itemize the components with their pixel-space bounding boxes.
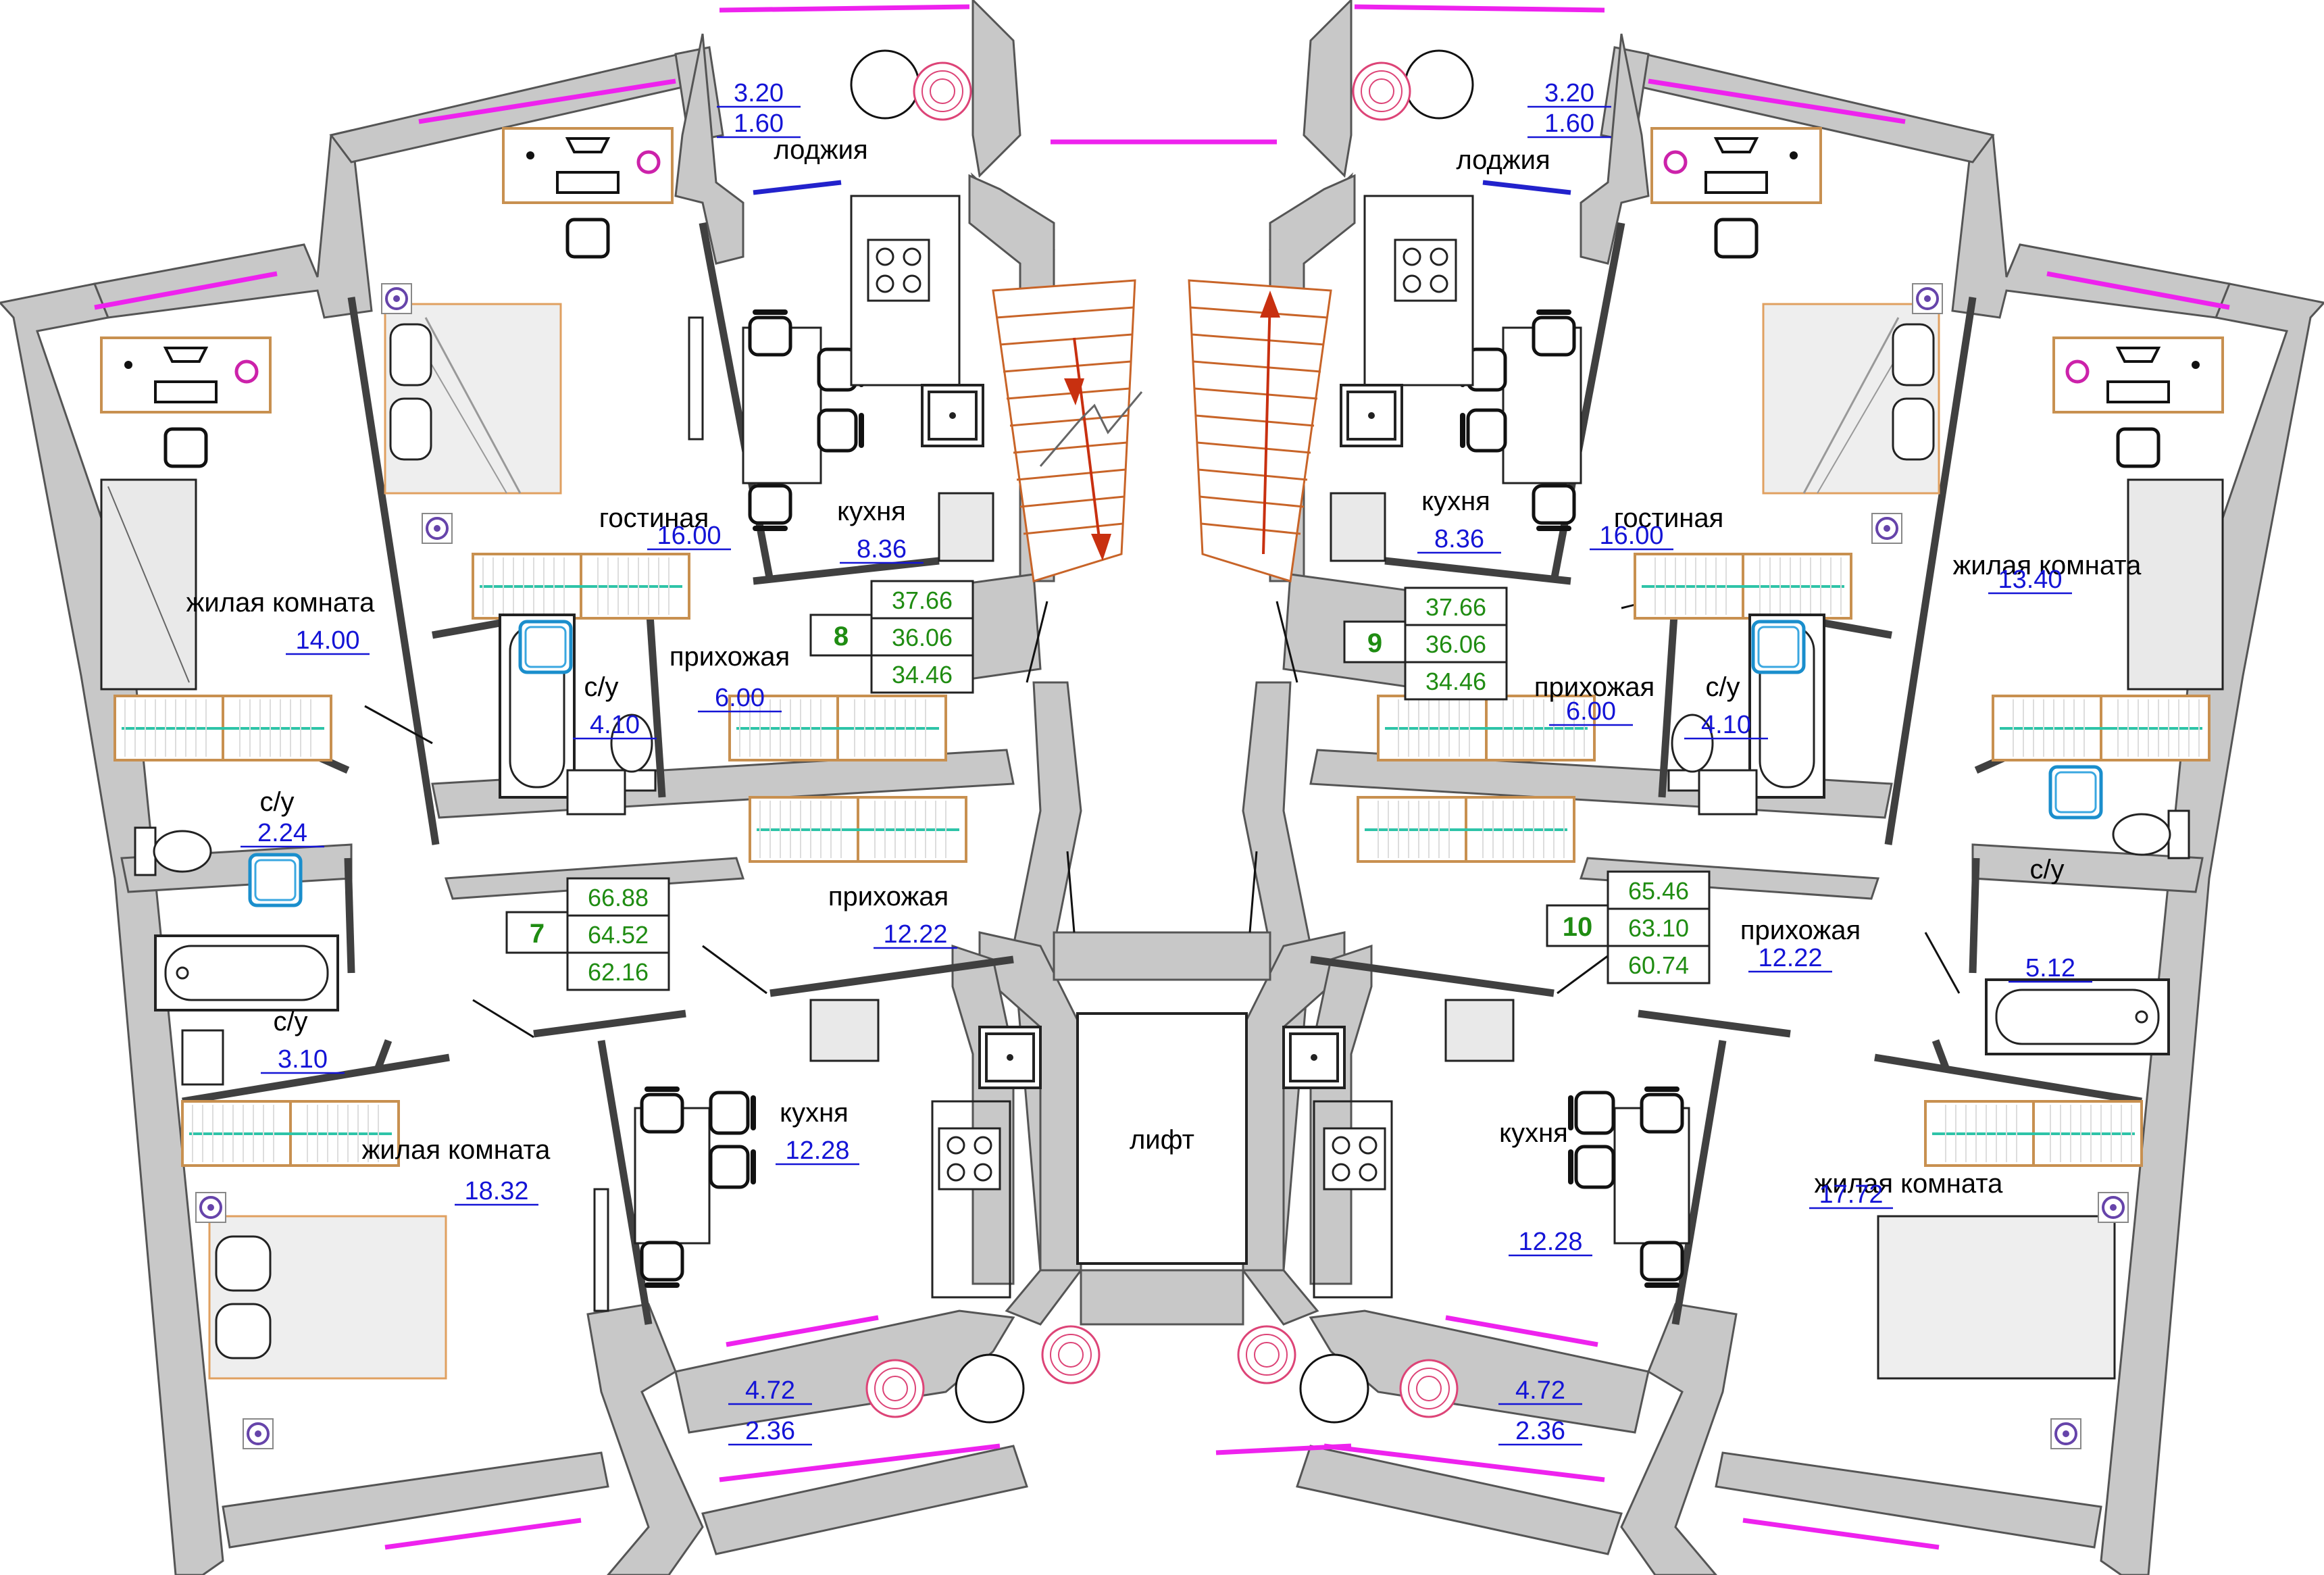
room-area: 5.12 — [2025, 954, 2075, 982]
room-label: гостиная — [599, 503, 709, 533]
room-area: 13.40 — [1998, 566, 2062, 594]
room-label: прихожая — [828, 882, 949, 911]
apartment-area-cell — [870, 580, 974, 620]
room-area: 18.32 — [464, 1177, 528, 1205]
room-label: прихожая — [1740, 916, 1861, 945]
apartment-area-cell — [1607, 945, 1711, 984]
apartment-area-cell — [1607, 870, 1711, 910]
room-area: 3.10 — [278, 1045, 328, 1074]
room-area: 16.00 — [1599, 522, 1663, 550]
room-area: 1.60 — [1544, 109, 1594, 138]
room-area: 8.36 — [857, 535, 907, 564]
apartment-area-value: 37.66 — [1425, 593, 1486, 621]
apartment-area-value: 36.06 — [892, 624, 953, 651]
apartment-area-cell — [566, 951, 670, 991]
apartment-area-value: 62.16 — [588, 958, 649, 986]
lift-label: лифт — [1130, 1125, 1194, 1155]
apartment-number-cell — [1546, 904, 1609, 947]
room-area: 4.72 — [1515, 1376, 1565, 1405]
apartment-area-cell — [566, 877, 670, 917]
room-label: лоджия — [1456, 145, 1550, 175]
apartment-area-value: 36.06 — [1425, 630, 1486, 658]
apartment-area-cell — [870, 617, 974, 657]
room-area: 3.20 — [1544, 79, 1594, 107]
room-area: 4.10 — [590, 711, 640, 739]
apartment-area-value: 63.10 — [1628, 914, 1689, 942]
room-area: 6.00 — [715, 684, 765, 712]
room-label: прихожая — [670, 642, 790, 672]
room-area: 12.22 — [1758, 944, 1822, 972]
apartment-area-value: 34.46 — [892, 661, 953, 689]
apartment-area-value: 64.52 — [588, 921, 649, 949]
room-label: кухня — [1499, 1118, 1568, 1148]
room-area: 4.72 — [745, 1376, 795, 1405]
apartment-table: 9 37.66 36.06 34.46 — [1343, 586, 1508, 701]
apartment-area-value: 60.74 — [1628, 951, 1689, 979]
room-label: кухня — [837, 497, 906, 526]
room-label: с/у — [259, 787, 294, 817]
room-labels: лоджия3.201.60лоджия3.201.60гостиная16.0… — [186, 79, 2142, 1446]
apartment-area-value: 66.88 — [588, 884, 649, 911]
room-area: 2.36 — [1515, 1417, 1565, 1445]
room-label: с/у — [2029, 855, 2064, 884]
apartment-area-cell — [1404, 661, 1508, 701]
room-area: 17.72 — [1819, 1180, 1883, 1209]
apartment-tables: 8 37.66 36.06 34.46 9 37.66 36.06 34.46 7 66.88 64… — [505, 580, 1711, 991]
room-area: 6.00 — [1566, 697, 1616, 726]
apartment-number: 8 — [834, 622, 849, 651]
room-area: 16.00 — [657, 522, 721, 550]
room-area: 1.60 — [734, 109, 784, 138]
apartment-number: 10 — [1563, 912, 1593, 942]
lift: лифт — [1076, 1012, 1248, 1265]
room-area: 14.00 — [295, 626, 359, 655]
room-area: 12.28 — [1518, 1228, 1582, 1256]
apartment-number: 7 — [530, 919, 545, 949]
apartment-area-value: 37.66 — [892, 586, 953, 614]
room-area: 8.36 — [1434, 525, 1484, 553]
room-area: 12.28 — [785, 1136, 849, 1165]
staircase — [992, 279, 1332, 582]
apartment-area-value: 34.46 — [1425, 668, 1486, 695]
room-label: лоджия — [774, 135, 867, 165]
room-area: 3.20 — [734, 79, 784, 107]
apartment-table: 7 66.88 64.52 62.16 — [505, 877, 670, 991]
apartment-area-cell — [1404, 586, 1508, 626]
apartment-area-cell — [870, 654, 974, 694]
room-area: 12.22 — [883, 920, 947, 949]
room-label: с/у — [1705, 672, 1740, 702]
room-area: 2.36 — [745, 1417, 795, 1445]
apartment-area-cell — [1404, 624, 1508, 664]
apartment-table: 8 37.66 36.06 34.46 — [809, 580, 974, 694]
apartment-table: 10 65.46 63.10 60.74 — [1546, 870, 1711, 984]
room-label: жилая комната — [1815, 1169, 2003, 1199]
room-label: с/у — [584, 672, 618, 702]
apartment-number: 9 — [1367, 628, 1382, 658]
room-label: с/у — [273, 1007, 307, 1036]
room-label: жилая комната — [362, 1135, 551, 1165]
apartment-area-value: 65.46 — [1628, 877, 1689, 905]
windows — [94, 4, 2230, 1550]
furniture-left — [101, 128, 1042, 1450]
room-label: гостиная — [1614, 503, 1724, 533]
room-label: жилая комната — [1953, 551, 2142, 580]
room-label: жилая комната — [186, 588, 375, 618]
apartment-area-cell — [1607, 907, 1711, 947]
room-label: прихожая — [1534, 672, 1654, 702]
room-area: 2.24 — [257, 819, 307, 847]
room-label: кухня — [780, 1098, 849, 1128]
furniture-right — [1282, 128, 2223, 1450]
room-area: 4.10 — [1701, 711, 1751, 739]
room-label: кухня — [1421, 486, 1490, 516]
